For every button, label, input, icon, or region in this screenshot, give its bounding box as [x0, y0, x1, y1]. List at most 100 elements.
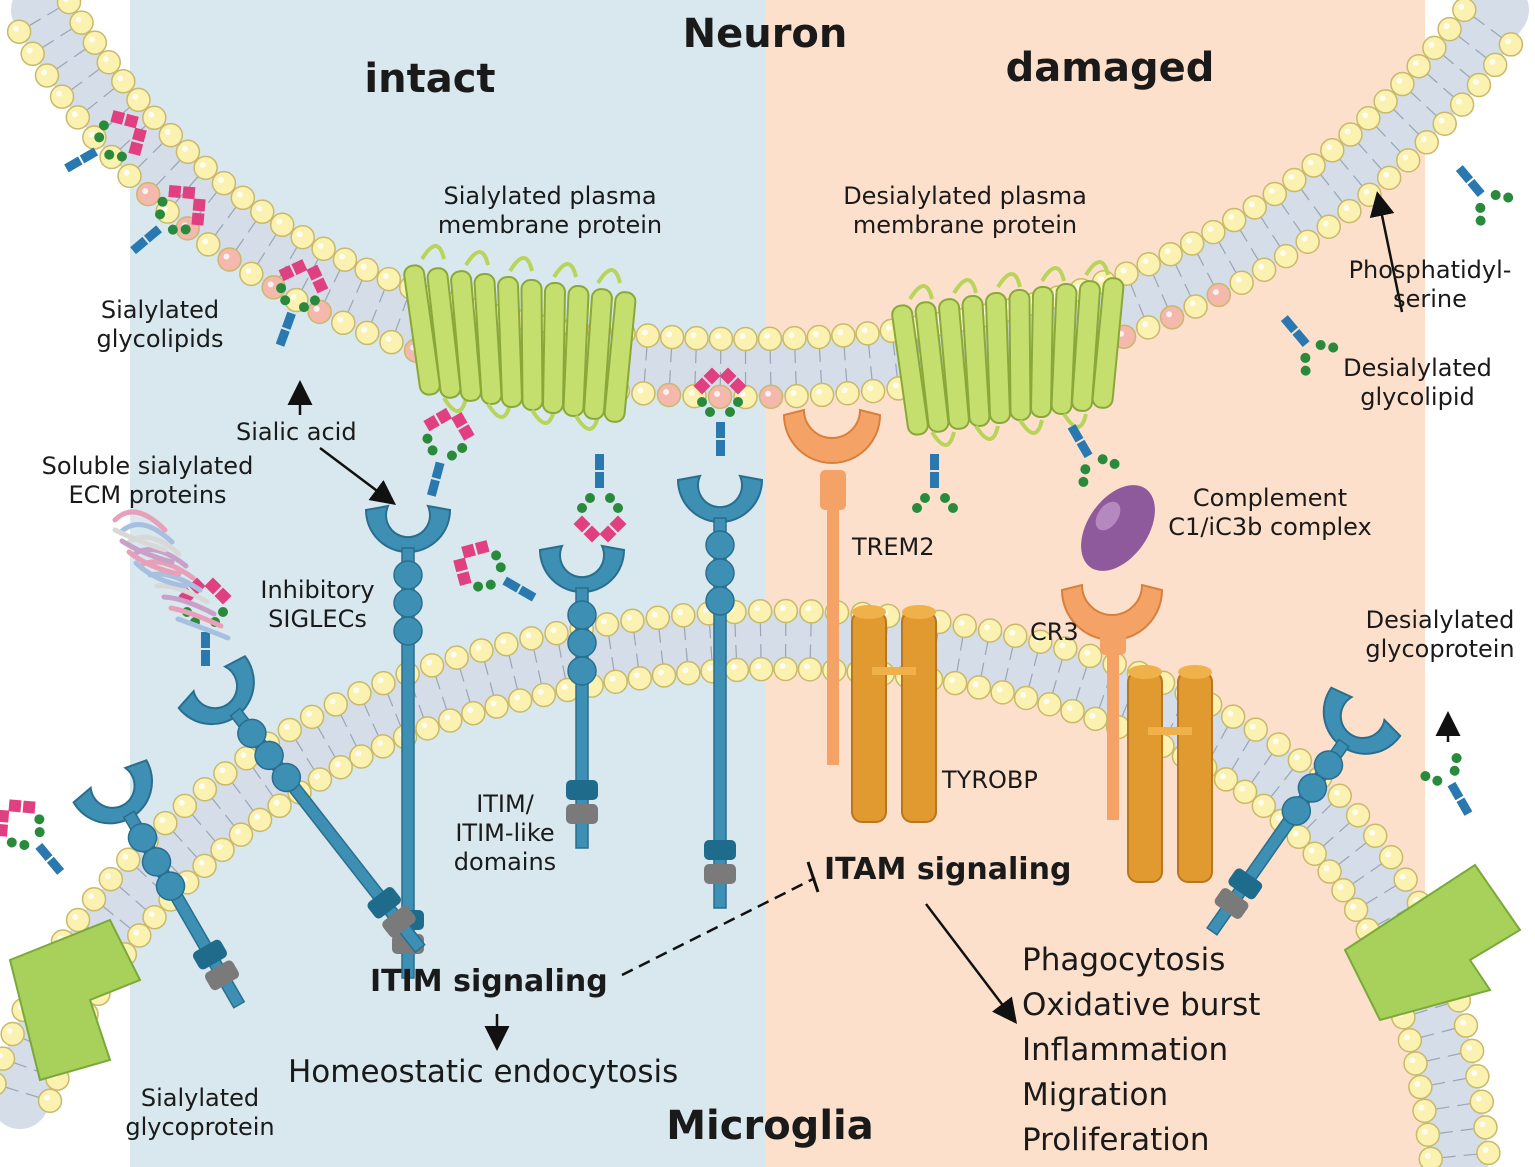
- sialic-acid: [291, 259, 308, 276]
- tm-loop: [508, 256, 534, 273]
- lipid-head: [1453, 1013, 1479, 1038]
- lipid-head: [192, 853, 217, 879]
- lipid-head: [1221, 207, 1247, 233]
- sialic-acid: [609, 515, 627, 533]
- lipid-head: [82, 30, 108, 55]
- ecm-fibre: [112, 527, 168, 553]
- sialic-acid: [191, 212, 205, 226]
- lipid-highlight: [1458, 3, 1465, 10]
- lipid-head: [990, 680, 1015, 705]
- lipid-head: [142, 904, 167, 930]
- sugar-glcnac: [130, 236, 149, 255]
- lipid-highlight: [1326, 144, 1333, 151]
- tm-helix: [1050, 283, 1078, 415]
- lipid-highlight: [1220, 773, 1227, 780]
- lipid-head: [494, 631, 519, 657]
- lipid-highlight: [361, 326, 368, 333]
- lipid-head: [1393, 867, 1418, 892]
- lipid-highlight: [236, 191, 243, 198]
- lipid-head: [1301, 153, 1326, 178]
- complement-label: Complement C1/iC3b complex: [1145, 484, 1395, 542]
- lipid-head: [1403, 1051, 1428, 1076]
- lipid-highlight: [164, 129, 171, 136]
- ecm-fibre: [112, 509, 168, 533]
- tyrobp-top: [852, 605, 886, 619]
- lipid-highlight: [376, 740, 383, 747]
- lipid-highlight: [1402, 154, 1409, 161]
- lipid-highlight: [72, 914, 79, 921]
- lipid-highlight: [1385, 851, 1392, 858]
- itim-domain: [566, 780, 598, 800]
- lipid-head: [1251, 793, 1277, 819]
- lipid-highlight: [1475, 1095, 1482, 1102]
- lipid-head: [1482, 52, 1508, 78]
- lipid-head: [211, 170, 237, 196]
- lipid-highlight: [1363, 188, 1370, 195]
- tm-helix: [985, 291, 1011, 425]
- label-line: Sialylated: [100, 296, 220, 324]
- label-line: ECM proteins: [68, 480, 227, 509]
- sialic-acid: [458, 424, 475, 441]
- glycan-chain: [912, 454, 958, 513]
- tm-loop: [908, 284, 934, 301]
- lipid-highlight: [525, 632, 532, 639]
- tyrobp-chain: [901, 611, 937, 823]
- itam-outcomes-list: Phagocytosis Oxidative burst Inflammatio…: [1022, 938, 1260, 1163]
- lipid-head: [210, 837, 235, 863]
- sialic-acid: [214, 587, 232, 605]
- sugar-man: [705, 407, 715, 417]
- lipid-head: [1316, 214, 1342, 239]
- lipid-head: [484, 694, 509, 719]
- lipid-highlight: [40, 69, 47, 76]
- lipid-highlight: [730, 663, 737, 670]
- siglec-receptor: [538, 544, 626, 849]
- lipid-highlight: [1227, 710, 1234, 717]
- lipid-highlight: [702, 607, 709, 614]
- sugar-man: [1109, 458, 1120, 469]
- lipid-highlight: [337, 316, 344, 323]
- sialic-acid: [456, 571, 472, 586]
- lipid-head: [1037, 692, 1062, 717]
- ig-domain: [705, 530, 735, 560]
- lipid-head: [307, 767, 333, 792]
- lipid-head: [1422, 35, 1447, 61]
- lipid-head: [1331, 878, 1356, 903]
- lipid-highlight: [75, 16, 82, 23]
- ecm-fibre: [168, 605, 224, 629]
- lipid-head: [116, 847, 141, 872]
- ecm-fibre: [161, 594, 217, 617]
- inhibition-line: [621, 876, 816, 977]
- lipid-highlight: [148, 111, 155, 118]
- lipid-head: [1466, 72, 1492, 98]
- glycan-chain: [1420, 753, 1473, 816]
- lipid-head: [1302, 841, 1327, 866]
- sugar-man: [167, 224, 178, 235]
- lipid-head: [860, 378, 886, 404]
- lipid-head: [228, 822, 254, 847]
- lipid-head: [671, 603, 696, 628]
- tm-helix: [1091, 277, 1125, 409]
- desialylated-glycoprotein: [1343, 863, 1522, 1022]
- sialic-acid: [573, 515, 591, 533]
- sugar-man: [1420, 771, 1431, 782]
- lipid-highlight: [1249, 723, 1256, 730]
- lipid-highlight: [561, 684, 568, 691]
- itim-domain: [204, 960, 240, 991]
- sialic-acid: [729, 377, 747, 395]
- lipid-highlight: [102, 56, 109, 63]
- ig-domain: [705, 558, 735, 588]
- lipid-highlight: [1272, 738, 1279, 745]
- sugar-man: [940, 493, 950, 503]
- lipid-head: [1465, 1064, 1490, 1089]
- lipid-highlight: [6, 1028, 13, 1035]
- sugar-man: [218, 607, 228, 617]
- lipid-highlight: [202, 238, 209, 245]
- lipid-highlight: [219, 767, 226, 774]
- lipid-head: [651, 663, 677, 688]
- lipid-head: [748, 656, 774, 682]
- lipid-highlight: [450, 651, 457, 658]
- lipid-head: [1262, 181, 1288, 207]
- lipid-highlight: [690, 332, 697, 339]
- lipid-head: [1282, 167, 1307, 193]
